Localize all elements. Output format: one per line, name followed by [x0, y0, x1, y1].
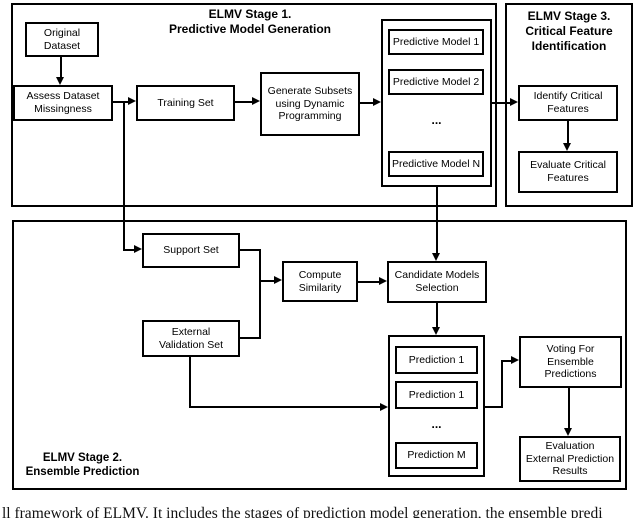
stage3-title: ELMV Stage 3. Critical Feature Identific…	[525, 9, 613, 53]
connector-line	[436, 187, 438, 253]
box-predictive-model-1: Predictive Model 1	[388, 29, 484, 55]
box-original-dataset: Original Dataset	[25, 22, 99, 57]
arrowhead-down	[432, 253, 440, 261]
box-training-set: Training Set	[136, 85, 235, 121]
connector-line	[501, 360, 511, 362]
arrowhead-right	[128, 97, 136, 105]
arrowhead-down	[432, 327, 440, 335]
arrowhead-right	[274, 276, 282, 284]
box-identify-critical-features: Identify Critical Features	[518, 85, 618, 121]
connector-line	[358, 281, 379, 283]
box-candidate-models-selection: Candidate Models Selection	[387, 261, 487, 303]
arrowhead-right	[252, 97, 260, 105]
arrowhead-down	[564, 428, 572, 436]
box-prediction-m: Prediction M	[395, 442, 478, 469]
predictions-ellipsis: ...	[431, 417, 442, 431]
connector-line	[240, 337, 261, 339]
predictive-models-container: Predictive Model 1 Predictive Model 2 ..…	[381, 19, 492, 187]
box-assess-dataset-missingness: Assess Dataset Missingness	[13, 85, 113, 121]
box-predictive-model-n: Predictive Model N	[388, 151, 484, 177]
arrowhead-right	[379, 277, 387, 285]
box-compute-similarity: Compute Similarity	[282, 261, 358, 302]
connector-line	[259, 280, 274, 282]
arrowhead-right	[380, 403, 388, 411]
predictions-container: Prediction 1 Prediction 1 ... Prediction…	[388, 335, 485, 477]
connector-line	[240, 249, 261, 251]
arrowhead-down	[563, 143, 571, 151]
box-evaluation-external-prediction-results: Evaluation External Prediction Results	[519, 436, 621, 482]
box-external-validation-set: External Validation Set	[142, 320, 240, 357]
connector-line	[123, 249, 134, 251]
connector-line	[123, 102, 125, 251]
connector-line	[492, 102, 510, 104]
arrowhead-right	[510, 98, 518, 106]
arrowhead-right	[373, 98, 381, 106]
predictive-models-ellipsis: ...	[431, 113, 442, 127]
connector-line	[501, 360, 503, 408]
stage1-title: ELMV Stage 1. Predictive Model Generatio…	[168, 7, 332, 36]
box-evaluate-critical-features: Evaluate Critical Features	[518, 151, 618, 193]
connector-line	[60, 57, 62, 79]
stage2-title: ELMV Stage 2. Ensemble Prediction	[25, 452, 140, 479]
connector-line	[259, 249, 261, 339]
figure-caption: ll framework of ELMV. It includes the st…	[2, 505, 603, 518]
connector-line	[113, 101, 129, 103]
connector-line	[189, 357, 191, 408]
box-prediction-1: Prediction 1	[395, 346, 478, 374]
box-prediction-2: Prediction 1	[395, 381, 478, 409]
box-voting-ensemble-predictions: Voting For Ensemble Predictions	[519, 336, 622, 388]
connector-line	[436, 303, 438, 327]
connector-line	[360, 102, 373, 104]
box-generate-subsets: Generate Subsets using Dynamic Programmi…	[260, 72, 360, 136]
connector-line	[568, 388, 570, 428]
connector-line	[189, 406, 380, 408]
box-predictive-model-2: Predictive Model 2	[388, 69, 484, 95]
connector-line	[235, 101, 252, 103]
arrowhead-down	[56, 77, 64, 85]
arrowhead-right	[134, 245, 142, 253]
connector-line	[485, 406, 503, 408]
connector-line	[567, 121, 569, 143]
box-support-set: Support Set	[142, 233, 240, 268]
arrowhead-right	[511, 356, 519, 364]
